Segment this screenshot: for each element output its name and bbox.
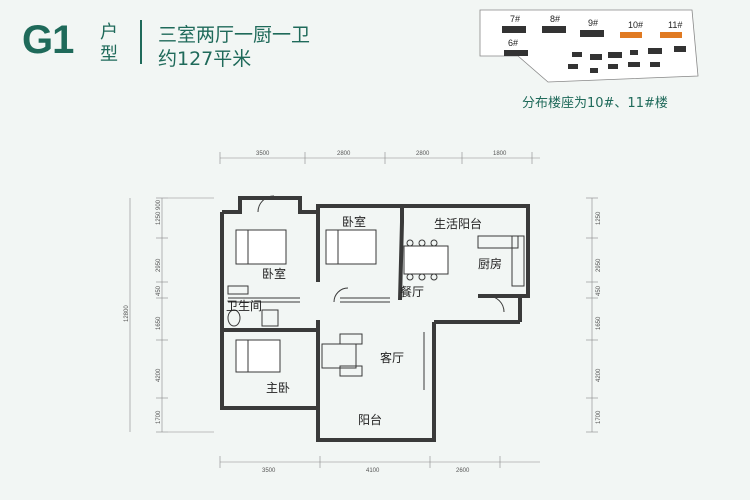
dim-left-3: 450: [156, 285, 162, 296]
dim-right-4: 1650: [596, 316, 602, 330]
dim-bottom-2: 4100: [366, 468, 380, 474]
building-8-label: 8#: [550, 14, 560, 24]
room-bathroom: 卫生间: [226, 299, 262, 313]
dim-bottom-3: 2600: [456, 468, 470, 474]
dim-top-3: 2800: [416, 151, 430, 157]
room-bedroom-2: 卧室: [342, 214, 366, 229]
dim-left-4: 1650: [156, 316, 162, 330]
room-balcony: 阳台: [358, 412, 382, 427]
room-bedroom-1: 卧室: [262, 266, 286, 281]
dim-top-2: 2800: [337, 151, 351, 157]
unit-layout: 三室两厅一厨一卫: [158, 24, 311, 46]
room-dining: 餐厅: [400, 284, 424, 299]
building-6-label: 6#: [508, 38, 518, 48]
room-kitchen: 厨房: [478, 256, 502, 271]
title-divider: [140, 20, 142, 64]
dim-right-3: 450: [596, 285, 602, 296]
dim-right-6: 1700: [596, 410, 602, 424]
building-9-label: 9#: [588, 18, 598, 28]
dim-right-2: 2950: [596, 258, 602, 272]
room-balcony-service: 生活阳台: [434, 216, 482, 231]
dim-right-5: 4200: [596, 368, 602, 382]
dim-top-1: 3500: [256, 151, 270, 157]
dim-left-far-1: 900: [156, 199, 162, 210]
dim-left-5: 4200: [156, 368, 162, 382]
dim-top-4: 1800: [493, 151, 507, 157]
room-master-bedroom: 主卧: [266, 381, 290, 395]
dim-left-1: 1250: [156, 211, 162, 225]
unit-code: G1: [22, 18, 74, 62]
site-map: 7# 8# 9# 10# 11# 6#: [479, 9, 699, 83]
unit-type-label: 户型: [100, 22, 118, 65]
site-caption: 分布楼座为10#、11#楼: [522, 96, 668, 111]
room-living: 客厅: [380, 350, 404, 365]
dim-left-2: 2950: [156, 258, 162, 272]
dim-bottom-1: 3500: [262, 468, 276, 474]
unit-area: 约127平米: [158, 48, 252, 70]
dim-left-6: 1700: [156, 410, 162, 424]
dim-right-1: 1250: [596, 211, 602, 225]
building-10-label: 10#: [628, 20, 643, 30]
building-11-label: 11#: [668, 20, 682, 30]
walls: [220, 196, 530, 442]
building-7-label: 7#: [510, 14, 520, 24]
dim-left-far-2: 12800: [124, 305, 130, 322]
